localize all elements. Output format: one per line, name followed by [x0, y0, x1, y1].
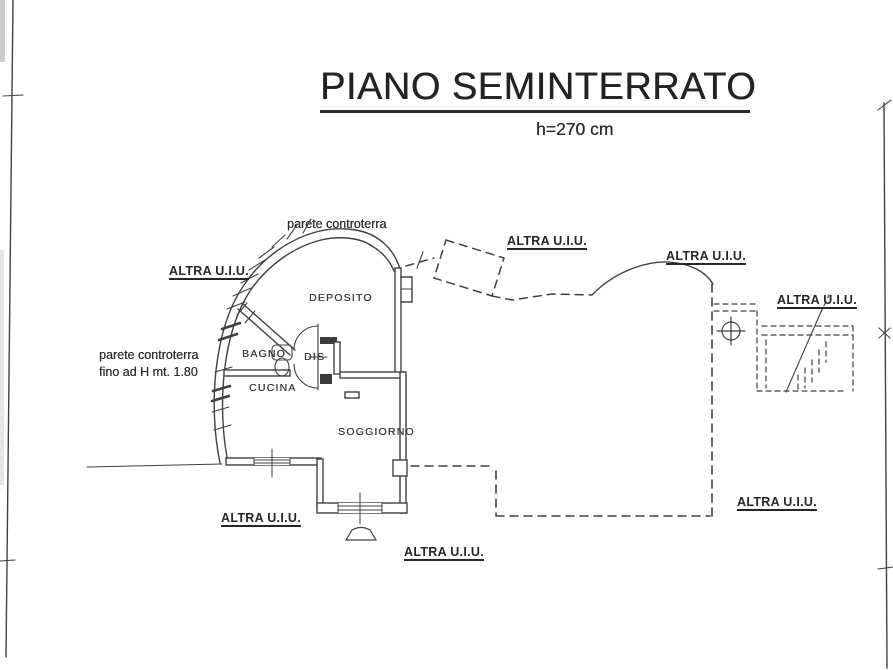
room-label-dis: DIS: [304, 351, 326, 363]
circle-cross-symbol: [716, 316, 746, 346]
altra-uiu-label-right: ALTRA U.I.U.: [777, 293, 857, 307]
stairs-dashed: [713, 294, 854, 393]
bagno-walls: [223, 369, 291, 377]
bagno-fixture: [271, 344, 293, 377]
altra-uiu-label-top-right: ALTRA U.I.U.: [666, 249, 746, 263]
deposito-walls: [394, 267, 413, 375]
entrance-arrow-icon: [344, 526, 378, 541]
room-label-cucina: CUCINA: [249, 382, 297, 394]
wall-hatching: [211, 218, 312, 431]
room-label-soggiorno: SOGGIORNO: [338, 426, 415, 438]
ground-line: [86, 463, 223, 468]
boundary-tick: [416, 251, 424, 269]
note-line-1: parete controterra: [99, 348, 199, 362]
neighbor-arc: [591, 261, 714, 296]
page-border-left: [0, 0, 24, 658]
window-left: [253, 448, 291, 478]
dis-door-symbols: [293, 323, 328, 391]
room-label-deposito: DEPOSITO: [309, 292, 373, 304]
wall-window-segments: [210, 321, 242, 403]
stairs-section-line: [785, 313, 821, 393]
altra-uiu-label-left: ALTRA U.I.U.: [169, 264, 249, 278]
boundary-dashed-upper: [405, 239, 593, 301]
wall-stubs: [320, 337, 360, 399]
altra-uiu-label-bottom-right: ALTRA U.I.U.: [737, 495, 817, 509]
plan-title: PIANO SEMINTERRATO: [320, 66, 756, 113]
note-line-2: fino ad H mt. 1.80: [99, 364, 198, 379]
window-bottom: [337, 492, 383, 525]
altra-uiu-label-bottom-center: ALTRA U.I.U.: [404, 545, 484, 559]
plan-subtitle: h=270 cm: [536, 119, 614, 139]
retaining-wall-note-top: parete controterra: [287, 217, 387, 231]
diagonal-wall: [236, 302, 296, 356]
page-border-right: [877, 99, 893, 669]
altra-uiu-label-top-center: ALTRA U.I.U.: [507, 234, 587, 248]
room-label-bagno: BAGNO: [242, 348, 286, 360]
scan-artifacts: [0, 0, 5, 485]
altra-uiu-label-bottom-left: ALTRA U.I.U.: [221, 511, 301, 525]
retaining-wall-note-left: parete controterra fino ad H mt. 1.80: [99, 347, 198, 381]
boundary-dashed-lower: [410, 283, 713, 517]
